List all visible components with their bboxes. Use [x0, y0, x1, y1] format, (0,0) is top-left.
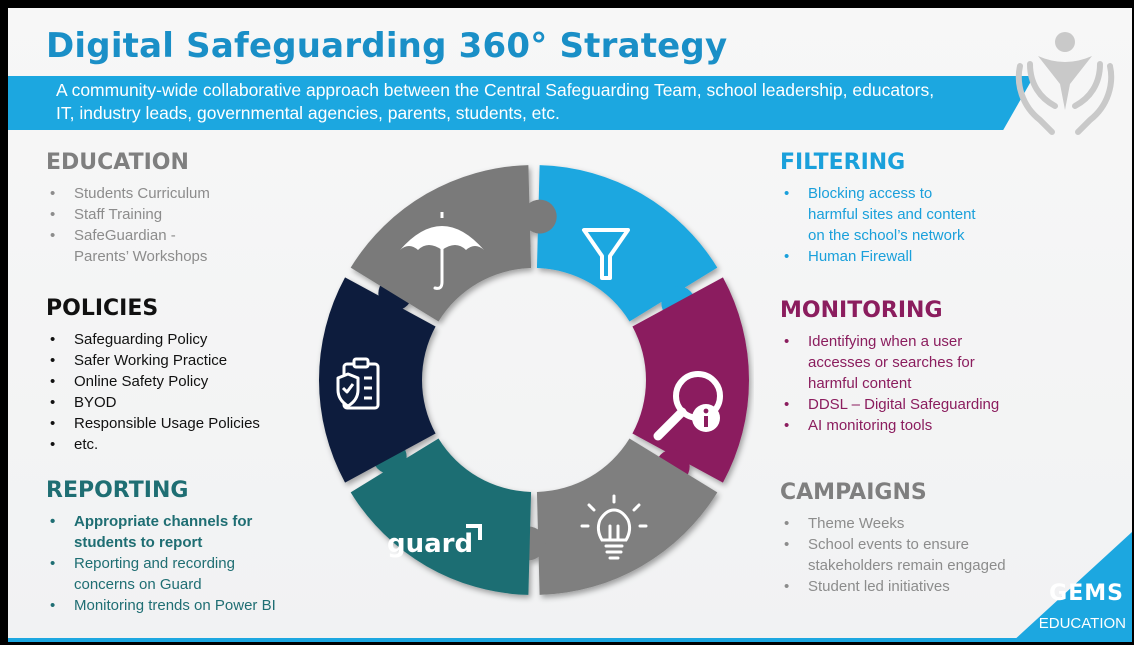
guard-logo: guard [387, 524, 482, 559]
list-item: Appropriate channels for students to rep… [46, 511, 276, 553]
list-item: Monitoring trends on Power BI [46, 595, 276, 616]
list-item: Staff Training [46, 204, 210, 225]
puzzle-wheel: guard [319, 165, 749, 595]
umbrella-icon [400, 212, 484, 290]
magnifier-info-icon [653, 371, 723, 441]
list-item: Student led initiatives [780, 576, 1006, 597]
guard-label: guard [387, 529, 473, 559]
list-item: etc. [46, 434, 260, 455]
list-item: DDSL – Digital Safeguarding [780, 394, 999, 415]
policies-title: POLICIES [46, 296, 159, 321]
bottom-accent-line [8, 638, 1132, 642]
monitoring-section: MONITORING Identifying when a user acces… [780, 298, 999, 436]
puzzle-segment-reporting [350, 438, 532, 595]
subtitle-text: A community-wide collaborative approach … [56, 80, 935, 123]
brand-corner [1012, 532, 1132, 642]
gems-education-label: EDUCATION [1038, 615, 1126, 632]
list-item: Human Firewall [780, 246, 976, 267]
funnel-icon [582, 228, 630, 280]
slide-title: Digital Safeguarding 360° Strategy [46, 26, 728, 66]
hands-logo [1015, 32, 1115, 135]
list-item: BYOD [46, 392, 260, 413]
puzzle-segment-filtering [536, 165, 718, 322]
list-item: Students Curriculum [46, 183, 210, 204]
subtitle-banner [8, 76, 1034, 130]
list-item: AI monitoring tools [780, 415, 999, 436]
list-item: Identifying when a user accesses or sear… [780, 331, 999, 394]
filtering-section: FILTERING Blocking access to harmful sit… [780, 150, 976, 267]
slide: Digital Safeguarding 360° Strategy A com… [8, 8, 1132, 642]
reporting-section: REPORTING Appropriate channels for stude… [46, 478, 276, 616]
education-list: Students Curriculum Staff Training SafeG… [46, 183, 210, 267]
filtering-list: Blocking access to harmful sites and con… [780, 183, 976, 267]
list-item: Blocking access to harmful sites and con… [780, 183, 976, 246]
list-item: Reporting and recording concerns on Guar… [46, 553, 276, 595]
gems-logo: GEMS [1049, 581, 1124, 606]
policies-list: Safeguarding Policy Safer Working Practi… [46, 329, 260, 455]
reporting-list: Appropriate channels for students to rep… [46, 511, 276, 616]
campaigns-section: CAMPAIGNS Theme Weeks School events to e… [780, 480, 1006, 597]
list-item: School events to ensure stakeholders rem… [780, 534, 1006, 576]
list-item: Theme Weeks [780, 513, 1006, 534]
list-item: Safer Working Practice [46, 350, 260, 371]
policies-section: POLICIES Safeguarding Policy Safer Worki… [46, 296, 260, 455]
monitoring-list: Identifying when a user accesses or sear… [780, 331, 999, 436]
monitoring-title: MONITORING [780, 298, 943, 323]
list-item: Responsible Usage Policies [46, 413, 260, 434]
puzzle-knob-education [522, 199, 557, 234]
list-item: SafeGuardian - Parents’ Workshops [46, 225, 210, 267]
education-title: EDUCATION [46, 150, 189, 175]
campaigns-title: CAMPAIGNS [780, 480, 927, 505]
lightbulb-icon [580, 494, 648, 560]
reporting-title: REPORTING [46, 478, 189, 503]
clipboard-shield-icon [336, 357, 380, 410]
education-section: EDUCATION Students Curriculum Staff Trai… [46, 150, 210, 267]
filtering-title: FILTERING [780, 150, 906, 175]
list-item: Online Safety Policy [46, 371, 260, 392]
campaigns-list: Theme Weeks School events to ensure stak… [780, 513, 1006, 597]
list-item: Safeguarding Policy [46, 329, 260, 350]
